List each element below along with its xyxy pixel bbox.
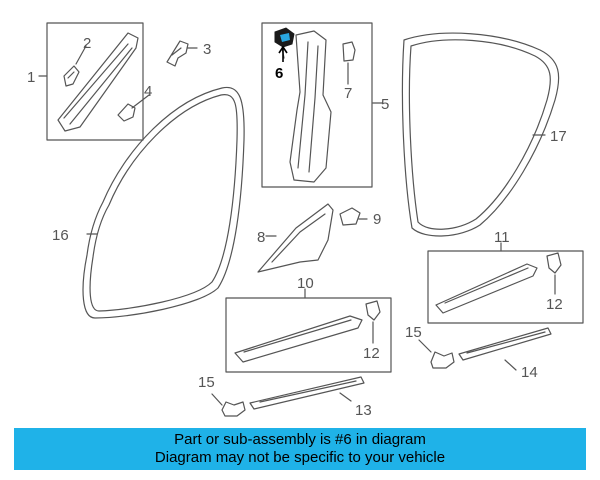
part-11-group-box <box>427 250 584 324</box>
callout-10: 10 <box>297 275 314 292</box>
callout-17: 17 <box>550 128 567 145</box>
parts-diagram: 1 2 3 4 5 6 7 8 9 10 11 12 12 13 14 15 1… <box>27 22 584 419</box>
callout-4: 4 <box>144 83 152 100</box>
banner-line-part-number: Part or sub-assembly is #6 in diagram <box>174 431 426 448</box>
part-14-sill-strip <box>458 327 552 361</box>
part-10-scuff-plate <box>234 315 363 363</box>
part-1-group-box <box>46 22 144 141</box>
callout-6-highlighted: 6 <box>275 65 283 82</box>
part-15b-bracket <box>430 351 455 369</box>
part-8-lower-trim <box>257 203 334 273</box>
part-16-front-door-weatherstrip <box>82 86 245 319</box>
part-4-clip <box>117 103 136 122</box>
callout-5: 5 <box>381 96 389 113</box>
leader-lines <box>38 45 556 406</box>
callout-16: 16 <box>52 227 69 244</box>
callout-13: 13 <box>355 402 372 419</box>
callout-15-left: 15 <box>198 374 215 391</box>
callout-12-right: 12 <box>546 296 563 313</box>
callout-1: 1 <box>27 69 35 86</box>
part-15a-bracket <box>221 401 246 417</box>
part-12a-clip <box>365 300 381 321</box>
part-6-highlighted-clip <box>274 27 295 62</box>
callout-9: 9 <box>373 211 381 228</box>
info-banner: Part or sub-assembly is #6 in diagram Di… <box>14 428 586 470</box>
part-5-group-box <box>261 22 373 188</box>
callout-15-right: 15 <box>405 324 422 341</box>
callout-11: 11 <box>494 229 510 246</box>
part-17-rear-door-weatherstrip <box>401 32 560 237</box>
banner-line-disclaimer: Diagram may not be specific to your vehi… <box>154 449 446 466</box>
part-1-a-pillar-trim <box>57 32 139 132</box>
part-11-scuff-plate <box>435 263 538 314</box>
part-3-bracket <box>166 40 189 67</box>
part-13-sill-strip <box>249 376 365 410</box>
callout-8: 8 <box>257 229 265 246</box>
part-2-clip <box>63 65 80 87</box>
part-5-b-pillar-trim <box>289 30 332 183</box>
part-12b-clip <box>546 252 562 274</box>
callout-2: 2 <box>83 35 91 52</box>
part-9-clip <box>339 207 361 226</box>
part-10-group-box <box>225 297 392 373</box>
callout-3: 3 <box>203 41 211 58</box>
part-7-clip <box>342 41 356 62</box>
callout-7: 7 <box>344 85 352 102</box>
callout-14: 14 <box>521 364 538 381</box>
callout-12-lower: 12 <box>363 345 380 362</box>
